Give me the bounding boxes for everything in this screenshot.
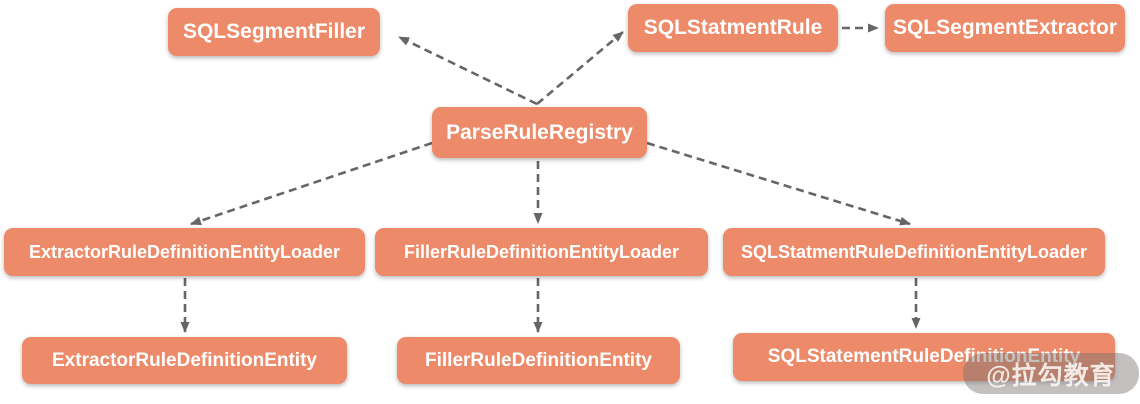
node-sql-statement-rule-definition-entity: SQLStatementRuleDefinitionEntity — [733, 333, 1115, 381]
node-filler-rule-definition-entity-loader: FillerRuleDefinitionEntityLoader — [375, 228, 708, 276]
edge-registry-to-statmentrule-arrow — [536, 31, 624, 105]
watermark-badge: @拉勾教育 — [963, 353, 1139, 394]
node-sql-segment-extractor: SQLSegmentExtractor — [885, 4, 1125, 52]
edge-registry-to-statmentloader-arrow — [646, 141, 911, 226]
edge-registry-to-filler-arrow — [398, 35, 538, 106]
node-extractor-rule-definition-entity-loader: ExtractorRuleDefinitionEntityLoader — [4, 228, 365, 276]
edge-registry-to-extractorloader-arrow — [190, 141, 433, 226]
node-sql-statment-rule: SQLStatmentRule — [628, 4, 838, 52]
node-sql-segment-filler: SQLSegmentFiller — [168, 8, 380, 56]
node-extractor-rule-definition-entity: ExtractorRuleDefinitionEntity — [22, 337, 347, 384]
node-sql-statment-rule-definition-entity-loader: SQLStatmentRuleDefinitionEntityLoader — [723, 228, 1105, 276]
node-filler-rule-definition-entity: FillerRuleDefinitionEntity — [397, 337, 680, 384]
node-parse-rule-registry: ParseRuleRegistry — [432, 107, 647, 158]
